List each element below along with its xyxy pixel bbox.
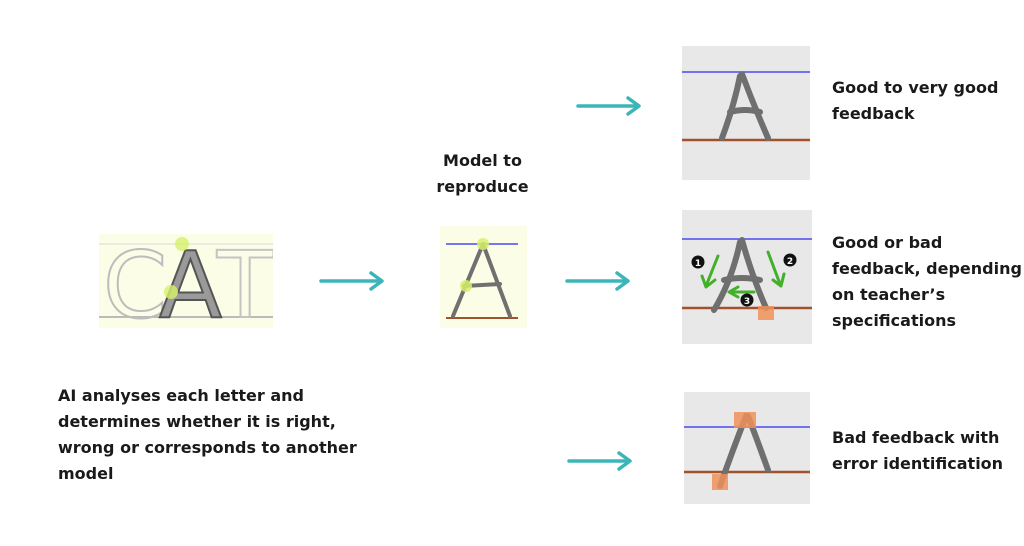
- model-letter-a-strokes: [451, 242, 512, 318]
- step-number-1: 1: [695, 259, 701, 269]
- good-feedback-label: Good to very good feedback: [832, 78, 999, 123]
- input-letter-c: C: [103, 234, 167, 328]
- model-to-reproduce-label: Model to reproduce: [436, 151, 529, 196]
- error-mark: [758, 306, 774, 320]
- arrow-icon: [319, 271, 384, 291]
- conditional-letter-drawing: 1 2 3: [682, 237, 812, 320]
- step-number-1-icon: 1: [691, 255, 705, 269]
- start-point-highlight: [477, 238, 489, 250]
- model-letter-panel: [440, 226, 527, 328]
- good-letter-drawing: [682, 71, 810, 142]
- good-letter-a-strokes: [719, 71, 771, 141]
- conditional-letter-a-strokes: [711, 237, 769, 313]
- step-number-3: 3: [744, 297, 750, 307]
- good-feedback-panel: [682, 46, 810, 180]
- direction-arrow-icon: [700, 250, 786, 299]
- model-letter-drawing: [446, 238, 518, 319]
- arrow-icon: [565, 271, 630, 291]
- input-word-drawing: C A T: [99, 234, 273, 328]
- step-number-3-icon: 3: [740, 293, 754, 307]
- bad-feedback-panel: [684, 392, 810, 504]
- conditional-feedback-label: Good or bad feedback, depending on teach…: [832, 233, 1022, 330]
- error-mark: [712, 474, 728, 490]
- input-letter-t: T: [216, 234, 273, 328]
- mid-point-highlight: [164, 285, 178, 299]
- crossbar-point-highlight: [460, 280, 472, 292]
- bad-feedback-label: Bad feedback with error identification: [832, 428, 1004, 473]
- error-mark: [734, 412, 756, 428]
- start-point-highlight: [175, 237, 189, 251]
- input-letter-a: A: [159, 234, 222, 328]
- arrow-icon: [567, 451, 632, 471]
- ai-analysis-description: AI analyses each letter and determines w…: [58, 386, 357, 483]
- arrow-icon: [576, 96, 641, 116]
- conditional-feedback-panel: 1 2 3: [682, 210, 812, 344]
- input-word-panel: C A T: [99, 234, 273, 328]
- step-number-2-icon: 2: [783, 253, 797, 267]
- bad-letter-drawing: [684, 412, 810, 490]
- step-number-2: 2: [787, 257, 793, 267]
